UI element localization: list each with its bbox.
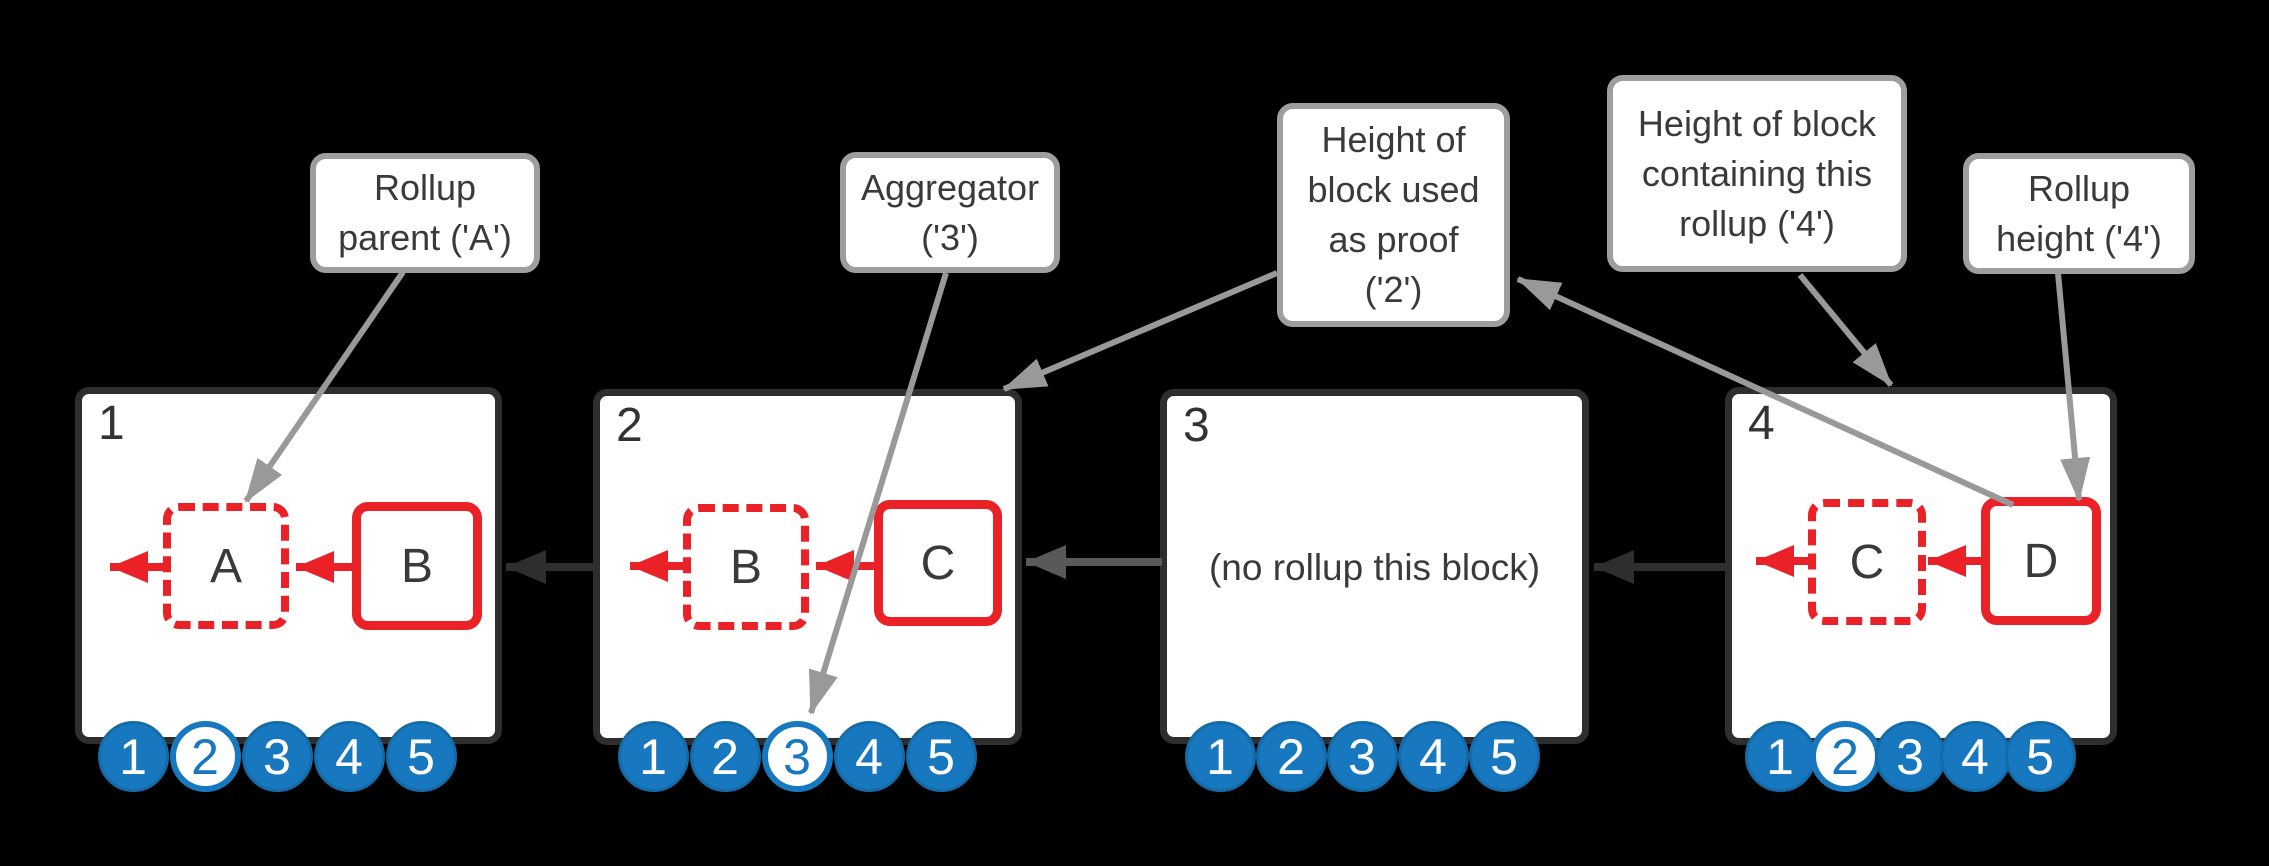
callout-line: Rollup <box>2027 167 2131 209</box>
block-1-chain-circle: 3 <box>241 721 313 792</box>
callout-height-containing: Height of block containing this rollup (… <box>1607 75 1907 272</box>
callout-height-proof: Height of block used as proof ('2') <box>1277 103 1510 327</box>
block-2-chain-circle: 4 <box>833 721 905 792</box>
block-4-rollup-box: D <box>1981 497 2101 625</box>
callout-rollup-height: Rollup height ('4') <box>1963 153 2195 274</box>
callout-line: ('3') <box>921 216 979 258</box>
block-3-chain-circle: 2 <box>1255 721 1327 792</box>
callout-line: rollup ('4') <box>1679 202 1835 244</box>
block-1-chain-circle: 1 <box>97 721 169 792</box>
block-1-chain-circle: 5 <box>385 721 457 792</box>
block-3-no-rollup-note: (no rollup this block) <box>1208 546 1541 588</box>
block-2-chain-circle: 1 <box>617 721 689 792</box>
block-1-height-label: 1 <box>98 397 125 450</box>
block-3-chain-circle: 5 <box>1468 721 1540 792</box>
block-2-height-label: 2 <box>616 399 643 452</box>
callout-line: Height of block <box>1637 102 1877 144</box>
callout-rollup-parent: Rollup parent ('A') <box>310 153 540 273</box>
callout-line: Aggregator <box>860 166 1040 208</box>
callout-line: block used <box>1307 169 1480 210</box>
block-3-height-label: 3 <box>1183 399 1210 452</box>
callout-line: height ('4') <box>1996 217 2162 259</box>
callout-line: containing this <box>1641 152 1873 194</box>
block-2-rollup-parent-box: B <box>683 504 809 630</box>
block-3-chain-circle: 1 <box>1184 721 1256 792</box>
block-4-rollup-parent-box: C <box>1808 499 1926 625</box>
block-4-height-label: 4 <box>1748 397 1775 450</box>
block-3-chain-circle: 3 <box>1326 721 1398 792</box>
block-2-rollup-box: C <box>874 500 1002 626</box>
callout-line: ('2') <box>1364 269 1423 310</box>
block-2-chain-circle: 2 <box>689 721 761 792</box>
block-1-chain-circle-highlighted: 2 <box>169 721 241 792</box>
leader-heightcontaining-to-block4 <box>1797 273 1894 387</box>
block-2-chain-circle: 5 <box>905 721 977 792</box>
callout-line: Height of <box>1321 119 1466 160</box>
block-1-rollup-box: B <box>352 502 482 630</box>
block-4-chain-circle-highlighted: 2 <box>1809 721 1881 792</box>
callout-line: as proof <box>1328 219 1459 260</box>
callout-aggregator: Aggregator ('3') <box>840 152 1060 273</box>
block-3-chain-circle: 4 <box>1397 721 1469 792</box>
block-4-chain-circle: 1 <box>1744 721 1816 792</box>
callout-line: Rollup <box>373 167 477 208</box>
block-4-chain-circle: 5 <box>2004 721 2076 792</box>
block-4-chain-circle: 4 <box>1939 721 2011 792</box>
callout-line: parent ('A') <box>338 217 512 258</box>
block-1-chain-circle: 4 <box>313 721 385 792</box>
leader-heightproof-to-block2 <box>1002 270 1279 392</box>
block-1-rollup-parent-box: A <box>163 503 289 629</box>
block-2-chain-circle-highlighted: 3 <box>761 721 833 792</box>
block-4-chain-circle: 3 <box>1874 721 1946 792</box>
